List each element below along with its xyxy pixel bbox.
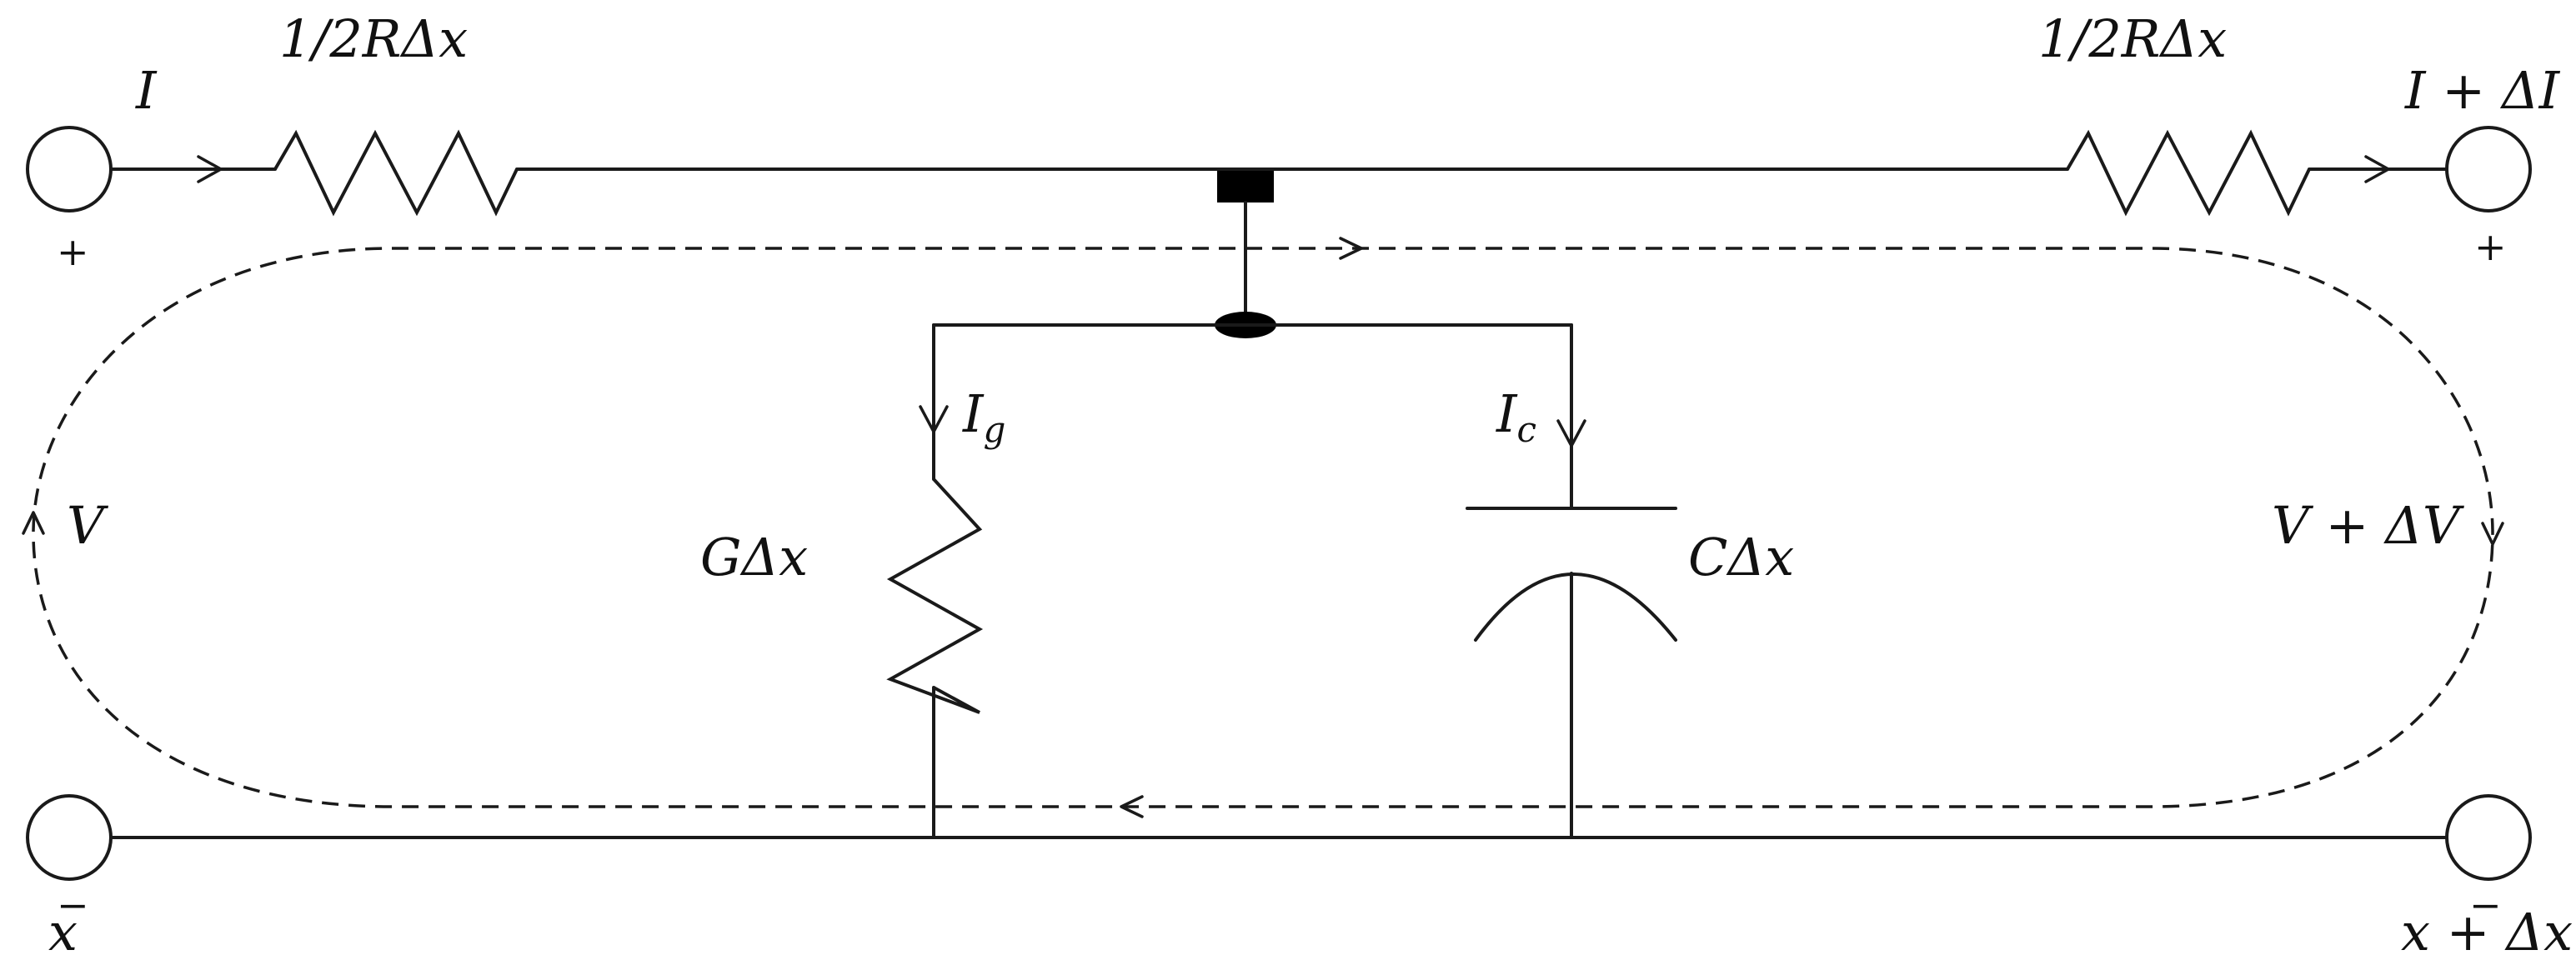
loop-arrow-top-icon [1339,237,1363,260]
current-in-label: I [135,60,158,121]
capacitor-curved-plate [1474,572,1677,642]
plus-sign-left: + [57,229,89,274]
position-right-label: x + Δx [2401,902,2573,962]
top-junction-node [1217,171,1274,202]
terminal-bottom-left [26,794,113,881]
ig-label-sub: g [984,409,1006,450]
voltage-right-label: V + ΔV [2272,495,2465,556]
ig-arrow-icon [919,405,949,433]
left-resistor-label: 1/2RΔx [279,8,468,69]
ig-current-label: Ig [962,383,1005,450]
position-left-label: x [48,902,78,962]
ic-label-sub: c [1517,409,1537,450]
loop-arrow-right-icon [2481,522,2504,546]
ig-label-main: I [962,383,985,444]
ic-current-label: Ic [1496,383,1536,450]
ic-label-main: I [1496,383,1518,444]
ic-arrow-icon [1556,419,1586,448]
shunt-conductance-resistor [886,478,984,714]
plus-sign-right: + [2474,224,2507,269]
terminal-top-right [2445,126,2532,212]
capacitance-label: CΔx [1688,527,1794,588]
minus-sign-left: − [57,882,89,928]
capacitance-branch [1466,323,1677,839]
current-out-arrow-icon [2364,155,2390,183]
minus-sign-right: − [2469,882,2502,928]
loop-arrow-left-icon [22,511,45,535]
kvl-dashed-loop [32,247,2494,808]
terminal-top-left [26,126,113,212]
current-in-arrow-icon [197,155,223,183]
right-resistor-label: 1/2RΔx [2038,8,2227,69]
top-conductor [108,129,2448,217]
loop-arrow-bottom-icon [1120,795,1144,818]
conductance-branch [886,323,984,839]
voltage-left-label: V [67,495,109,556]
conductance-label: GΔx [700,527,808,588]
terminal-bottom-right [2445,794,2532,881]
left-series-resistor [273,129,519,217]
current-out-label: I + ΔI [2404,60,2561,121]
right-series-resistor [2066,129,2311,217]
